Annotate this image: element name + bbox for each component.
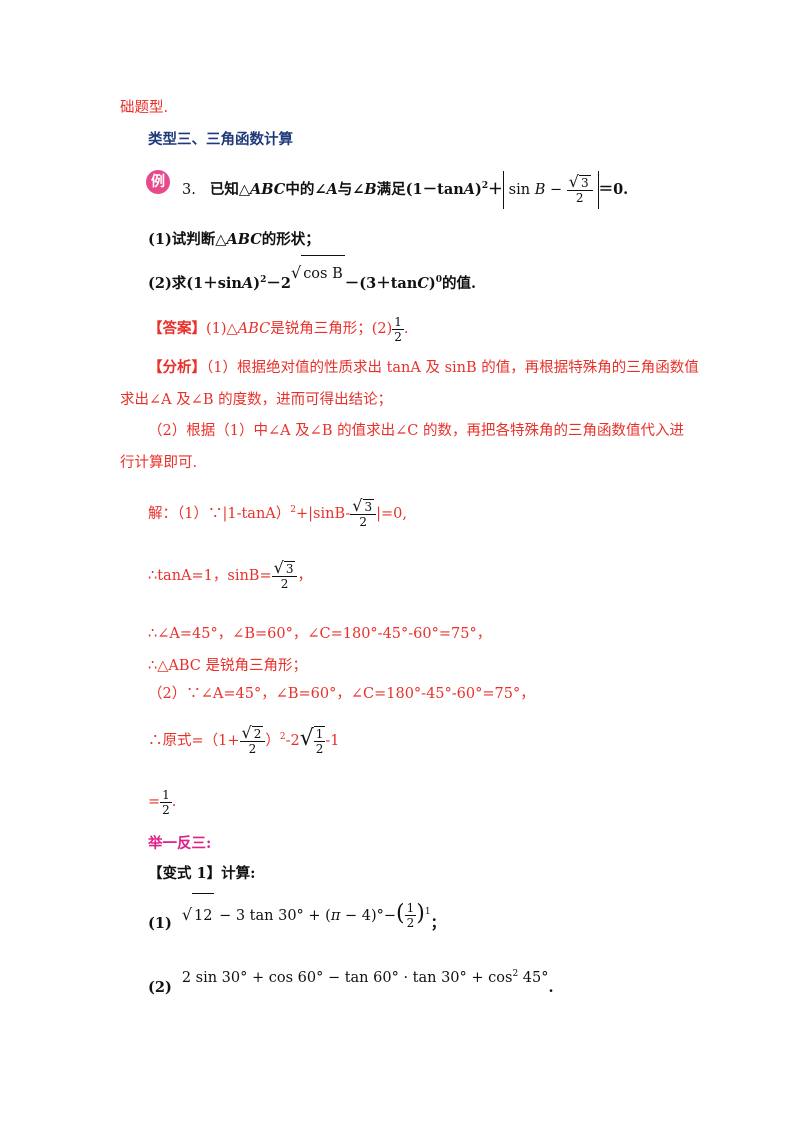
- solution-step-4: ∴△ABC 是锐角三角形；: [148, 658, 307, 674]
- question-2: (2)求(1＋sinA)2－2√cos B－(3＋tanC)0的值.: [148, 254, 476, 302]
- section-title: 类型三、三角函数计算: [148, 131, 293, 148]
- analysis-label: 【分析】: [148, 359, 206, 376]
- practice-title: 举一反三:: [148, 835, 212, 852]
- previous-text-tail: 础题型.: [120, 100, 169, 116]
- analysis-line-1: 【分析】（1）根据绝对值的性质求出 tanA 及 sinB 的值，再根据特殊角的…: [148, 359, 699, 376]
- answer-label: 【答案】: [148, 320, 206, 337]
- question-1: (1)试判断△ABC的形状；: [148, 231, 320, 248]
- example-number: 3.: [182, 181, 196, 198]
- analysis-line-2: 求出∠A 及∠B 的度数，进而可得出结论；: [120, 392, 393, 408]
- variant-label: 【变式 1】计算:: [148, 865, 256, 882]
- practice-item-2: (2)2 sin 30° + cos 60° − tan 60° · tan 3…: [148, 969, 554, 996]
- example-badge-icon: 例: [146, 170, 170, 194]
- solution-step-3: ∴∠A=45°，∠B=60°，∠C=180°-45°-60°=75°，: [148, 626, 492, 642]
- analysis-line-4: 行计算即可.: [120, 455, 198, 471]
- practice-expression-2: 2 sin 30° + cos 60° − tan 60° · tan 30° …: [181, 969, 549, 986]
- solution-step-5: （2）∵∠A=45°，∠B=60°，∠C=180°-45°-60°=75°，: [148, 686, 535, 702]
- analysis-line-3: （2）根据（1）中∠A 及∠B 的值求出∠C 的数，再把各特殊角的三角函数值代入…: [148, 423, 684, 439]
- sqrt-cos-b: √cos B: [291, 254, 345, 282]
